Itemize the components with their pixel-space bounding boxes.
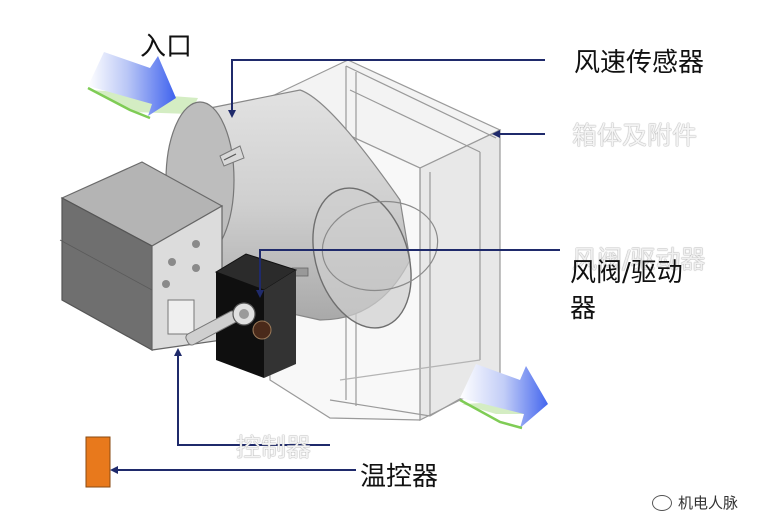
chat-bubble-icon [651, 494, 672, 511]
damper-actuator-label: 风阀/驱动 [570, 258, 683, 288]
outlet-flow-arrow-icon [459, 364, 548, 430]
box-and-accessories-label: 箱体及附件 [572, 121, 698, 150]
thermostat-icon [85, 436, 111, 488]
controller-label: 控制器 [236, 433, 312, 462]
damper-actuator-label-line2: 器 [570, 294, 597, 324]
watermark: 机电人脉 [651, 492, 738, 513]
leader-arrowheads [110, 110, 500, 474]
damper-actuator [185, 253, 298, 378]
watermark-text: 机电人脉 [677, 494, 738, 512]
thermostat-label: 温控器 [360, 462, 439, 492]
airflow-sensor-label: 风速传感器 [574, 48, 705, 78]
controller-box [59, 161, 224, 352]
damper-actuator-ghost-label: 风阀/驱动器 [572, 245, 706, 274]
inlet-label: 入口 [140, 32, 193, 62]
inlet-flow-arrow-icon [87, 52, 198, 120]
leader-lines [114, 59, 560, 471]
